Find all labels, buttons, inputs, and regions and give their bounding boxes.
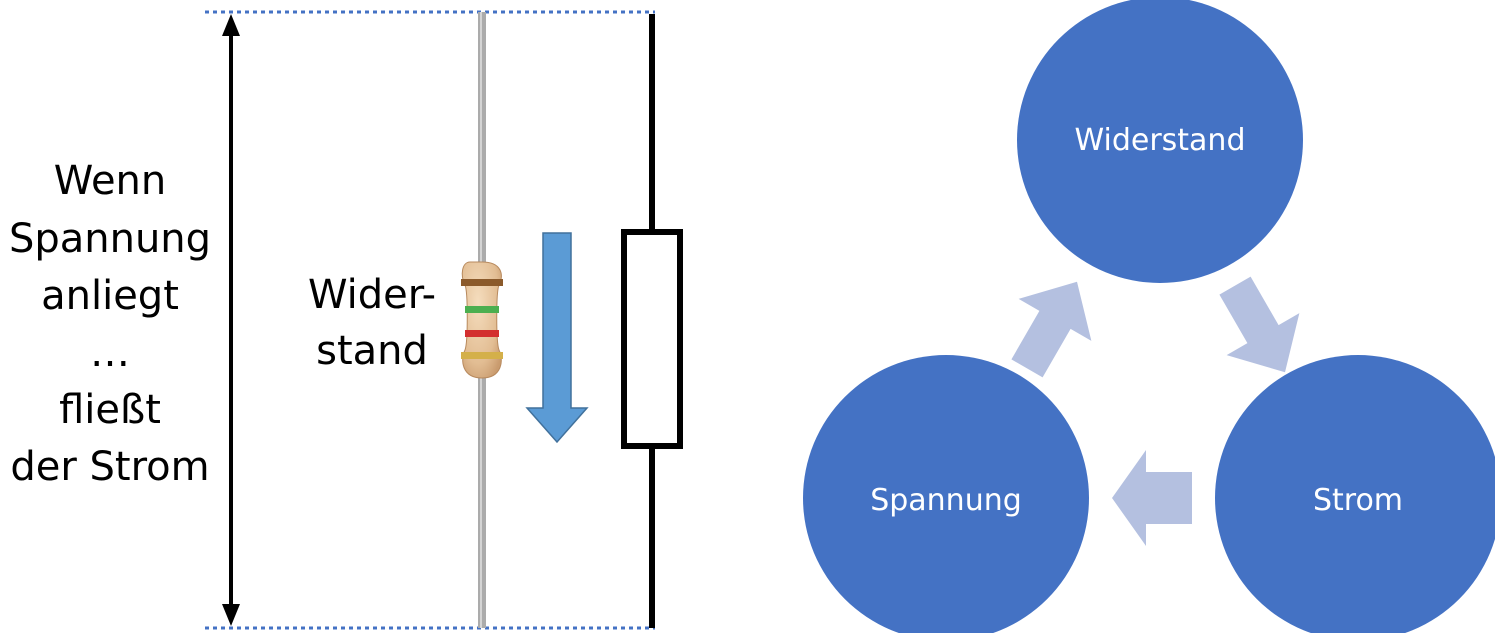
circle-widerstand-label: Widerstand: [1074, 123, 1245, 158]
explanation-text: Wenn Spannung anliegt … fließt der Strom: [9, 158, 211, 490]
explanation-line-2: Spannung: [9, 216, 211, 262]
schematic-resistor: [621, 14, 683, 628]
cycle-arrow-to-spannung: [1112, 450, 1192, 546]
explanation-line-5: fließt: [59, 387, 161, 433]
explanation-line-1: Wenn: [54, 158, 167, 204]
circle-spannung: [803, 355, 1089, 633]
cycle-arrow-to-widerstand: [1011, 281, 1092, 378]
circle-strom: [1215, 355, 1495, 633]
voltage-double-arrow: [222, 14, 240, 626]
band-brown: [461, 279, 503, 286]
band-red: [465, 330, 499, 337]
cycle-arrow-to-strom: [1219, 276, 1300, 373]
cycle-diagram: Widerstand Strom Spannung: [803, 0, 1495, 633]
band-green: [465, 306, 499, 313]
resistor-label-line-1: Wider-: [308, 272, 436, 318]
circle-spannung-label: Spannung: [870, 483, 1022, 518]
current-arrow: [525, 232, 589, 444]
resistor-label-line-2: stand: [316, 328, 428, 374]
circle-strom-label: Strom: [1313, 483, 1403, 518]
physical-resistor: [461, 12, 503, 628]
explanation-line-6: der Strom: [10, 444, 209, 490]
band-gold: [461, 352, 503, 359]
explanation-line-4: …: [90, 330, 130, 376]
circle-widerstand: [1017, 0, 1303, 283]
explanation-line-3: anliegt: [41, 273, 179, 319]
